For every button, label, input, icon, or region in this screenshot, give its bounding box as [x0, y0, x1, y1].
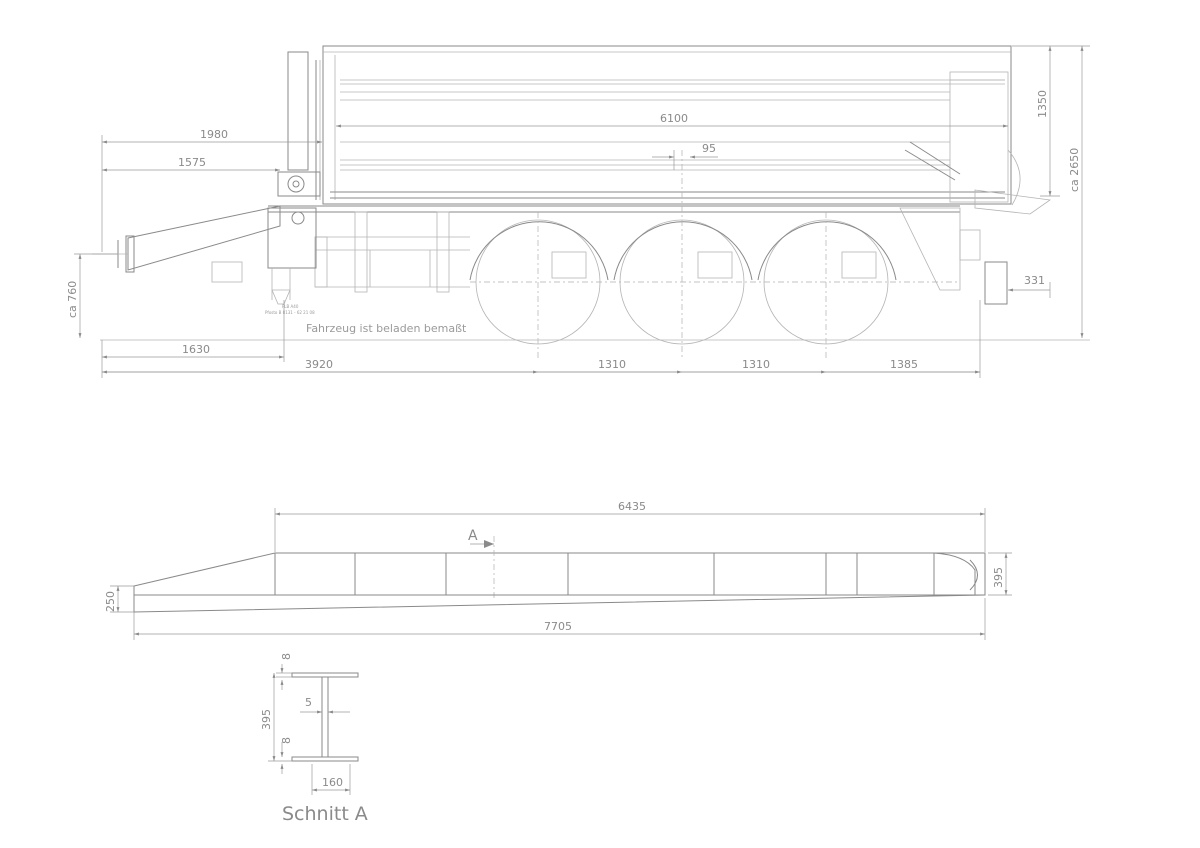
- rear-assembly: [899, 141, 1052, 305]
- dim-1630-label: 1630: [182, 343, 210, 356]
- loaded-note: Fahrzeug ist beladen bemaßt: [306, 322, 467, 335]
- axle-1: [469, 212, 609, 360]
- dim-395-ramp-label: 395: [992, 567, 1005, 588]
- dim-1575-label: 1575: [178, 156, 206, 169]
- dim-1350-label: 1350: [1036, 90, 1049, 118]
- dim-160-label: 160: [322, 776, 343, 789]
- axle-2: [613, 150, 753, 360]
- dump-body: [322, 45, 1012, 205]
- dim-1310b-label: 1310: [742, 358, 770, 371]
- dim-250-label: 250: [104, 591, 117, 612]
- dim-1310a-label: 1310: [598, 358, 626, 371]
- dim-3920-label: 3920: [305, 358, 333, 371]
- section-a-view: [291, 672, 359, 762]
- chassis-frame: [268, 205, 960, 293]
- section-a-dimensions: 8 395 5 8 160: [260, 653, 351, 795]
- side-dimensions: 1980 1575 6100 95 1350 ca 2650 ca 760 33…: [66, 45, 1090, 378]
- dim-2650-label: ca 2650: [1068, 148, 1081, 192]
- section-a-title: Schnitt A: [282, 803, 368, 825]
- dim-395-section-label: 395: [260, 709, 273, 730]
- front-post: [277, 51, 321, 200]
- dim-1980-label: 1980: [200, 128, 228, 141]
- dim-6100-label: 6100: [660, 112, 688, 125]
- dim-8-bottom-label: 8: [280, 737, 293, 744]
- drawbar: [92, 205, 317, 305]
- section-marker-a: A: [468, 528, 478, 544]
- trailer-side-view: [92, 45, 1090, 360]
- dim-95-label: 95: [702, 142, 716, 155]
- dim-5-label: 5: [305, 696, 312, 709]
- dim-331-label: 331: [1024, 274, 1045, 287]
- ramp-view: [133, 536, 986, 613]
- dim-6435-label: 6435: [618, 500, 646, 513]
- part-label-2: Pfosto B 8131 - 62 21 08: [265, 310, 315, 315]
- part-label-1: FLB A40: [282, 304, 299, 309]
- axle-3: [757, 212, 897, 360]
- dim-1385-label: 1385: [890, 358, 918, 371]
- dim-760-label: ca 760: [66, 281, 79, 318]
- dim-7705-label: 7705: [544, 620, 572, 633]
- dim-8-top-label: 8: [280, 653, 293, 660]
- ramp-dimensions: 6435 7705 250 395 A: [104, 500, 1012, 640]
